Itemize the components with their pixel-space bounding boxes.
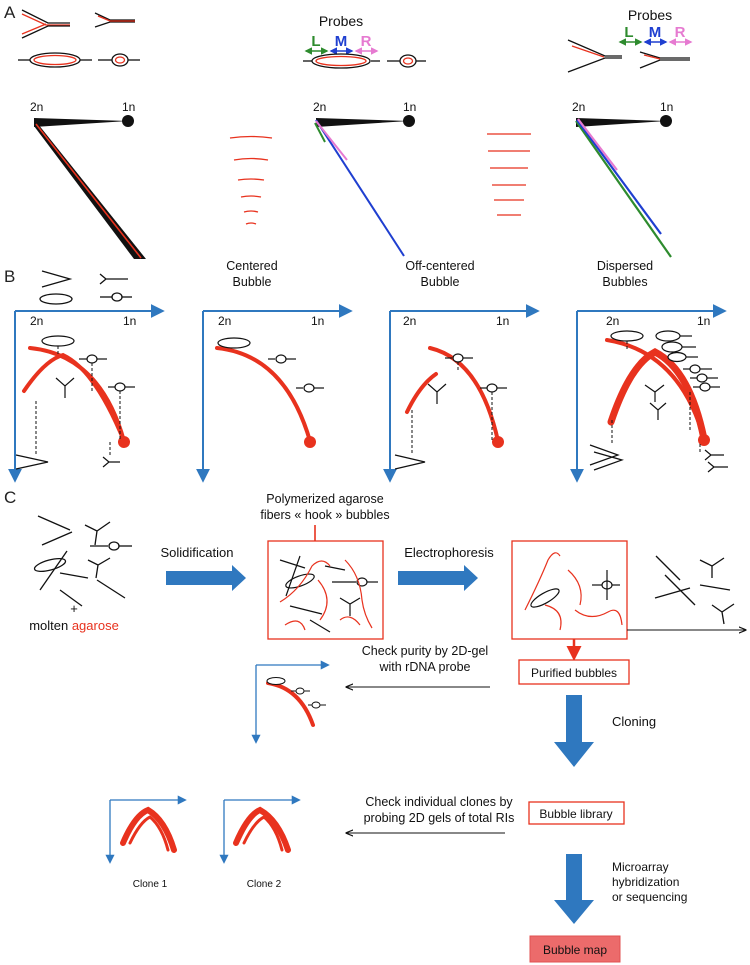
c-microarray-arrow xyxy=(554,854,594,924)
b2-1n-dot xyxy=(304,436,316,448)
c-purified-label: Purified bubbles xyxy=(531,666,617,680)
a2-arc xyxy=(314,115,415,257)
b3-arcs xyxy=(405,346,500,443)
b2-header-line1: Centered xyxy=(226,259,277,273)
b2-label-2n: 2n xyxy=(218,314,231,328)
b4-1n-dot xyxy=(698,434,710,446)
panel-label-b: B xyxy=(4,267,15,286)
a2-probes-title: Probes xyxy=(319,13,363,29)
c-clone2-gel xyxy=(219,795,301,864)
a3-label-2n: 2n xyxy=(572,100,585,114)
b4-intermediates xyxy=(589,330,728,473)
c-purified-box xyxy=(518,659,630,685)
b2-arc xyxy=(215,346,312,443)
a-fork-icon xyxy=(21,9,70,39)
b3-dashed-links xyxy=(411,362,493,455)
b2-label-1n: 1n xyxy=(311,314,324,328)
c-gel-box xyxy=(511,540,628,640)
a2-bubble-icon xyxy=(303,53,380,69)
a2-probe-m: M xyxy=(335,33,348,50)
a3-arc xyxy=(575,115,672,258)
c-cloning-label: Cloning xyxy=(612,714,656,729)
a2-label-1n: 1n xyxy=(403,100,416,114)
c-library-box xyxy=(528,801,625,825)
b3-label-2n: 2n xyxy=(403,314,416,328)
c-micro-label-2: hybridization xyxy=(612,875,679,889)
b1-legend-icons xyxy=(39,270,132,305)
a3-fork-icon xyxy=(567,39,622,73)
c-purity-label-1: Check purity by 2D-gel xyxy=(362,644,488,658)
panel-label-c: C xyxy=(4,488,16,507)
a2-probe-l: L xyxy=(311,33,320,50)
a3-probes-title: Probes xyxy=(628,7,672,23)
a3-probe-r: R xyxy=(675,24,686,41)
b3-header-line1: Off-centered xyxy=(405,259,474,273)
b1-label-2n: 2n xyxy=(30,314,43,328)
b4-arcs xyxy=(605,338,708,443)
a-bubble-icon xyxy=(18,52,92,68)
a2-bubble-small-icon xyxy=(387,54,426,68)
c-clone1-label: Clone 1 xyxy=(133,879,168,890)
c-library-label: Bubble library xyxy=(539,807,612,821)
c-fibers-label-2: fibers « hook » bubbles xyxy=(260,508,389,522)
b2-header-line2: Bubble xyxy=(233,275,272,289)
c-solidification-label: Solidification xyxy=(161,545,234,560)
c-purity-label-2: with rDNA probe xyxy=(378,660,470,674)
c-clone2-label: Clone 2 xyxy=(247,879,282,890)
a3-probe-m: M xyxy=(649,24,662,41)
c-map-label: Bubble map xyxy=(543,943,607,957)
b1-label-1n: 1n xyxy=(123,314,136,328)
c-migrated-intermediates xyxy=(654,555,735,625)
c-electrophoresis-label: Electrophoresis xyxy=(404,545,494,560)
c-map-box xyxy=(529,935,621,963)
c-electrophoresis-arrow xyxy=(398,565,478,591)
a-bubble-small-icon xyxy=(98,53,140,67)
b4-header-line2: Bubbles xyxy=(602,275,647,289)
a1-arc xyxy=(34,115,146,259)
a3-label-1n: 1n xyxy=(660,100,673,114)
c-molten-label: molten agarose xyxy=(29,618,119,633)
a3-fork-small-icon xyxy=(639,51,690,69)
a1-label-2n: 2n xyxy=(30,100,43,114)
a3-probe-l: L xyxy=(624,24,633,41)
c-molten-intermediates xyxy=(33,515,132,607)
c-clones-label-2: probing 2D gels of total RIs xyxy=(364,811,515,825)
c-micro-label-1: Microarray xyxy=(612,860,669,874)
panel-label-a: A xyxy=(4,3,16,22)
c-fibers-box xyxy=(267,540,384,640)
c-fibers-contents xyxy=(279,555,378,633)
c-clones-label-1: Check individual clones by xyxy=(365,795,513,809)
b3-1n-dot xyxy=(492,436,504,448)
b1-1n-dot xyxy=(118,436,130,448)
c-clone1-gel xyxy=(105,795,187,864)
b4-label-1n: 1n xyxy=(697,314,710,328)
b2-intermediates xyxy=(217,337,324,393)
b1-arcs xyxy=(22,346,126,443)
a1-label-1n: 1n xyxy=(122,100,135,114)
b3-label-1n: 1n xyxy=(496,314,509,328)
b4-label-2n: 2n xyxy=(606,314,619,328)
b1-intermediates xyxy=(15,335,135,470)
c-molten-plus: + xyxy=(70,601,78,616)
b4-header-line1: Dispersed xyxy=(597,259,653,273)
b3-header-line2: Bubble xyxy=(421,275,460,289)
a2-label-2n: 2n xyxy=(313,100,326,114)
a-gel-bands-2 xyxy=(487,133,531,216)
c-fibers-label-1: Polymerized agarose xyxy=(266,492,383,506)
c-purity-gel xyxy=(251,660,330,744)
c-solidification-arrow xyxy=(166,565,246,591)
a2-probe-r: R xyxy=(361,33,372,50)
a-fork-small-icon xyxy=(94,12,135,28)
b3-intermediates xyxy=(394,353,507,470)
c-micro-label-3: or sequencing xyxy=(612,890,687,904)
a-gel-bands-1 xyxy=(229,135,273,225)
c-gel-contents xyxy=(524,552,623,631)
b1-dashed-links xyxy=(35,346,121,457)
b-axes xyxy=(8,304,727,483)
c-cloning-arrow xyxy=(554,695,594,767)
b4-dashed-links xyxy=(611,341,701,452)
